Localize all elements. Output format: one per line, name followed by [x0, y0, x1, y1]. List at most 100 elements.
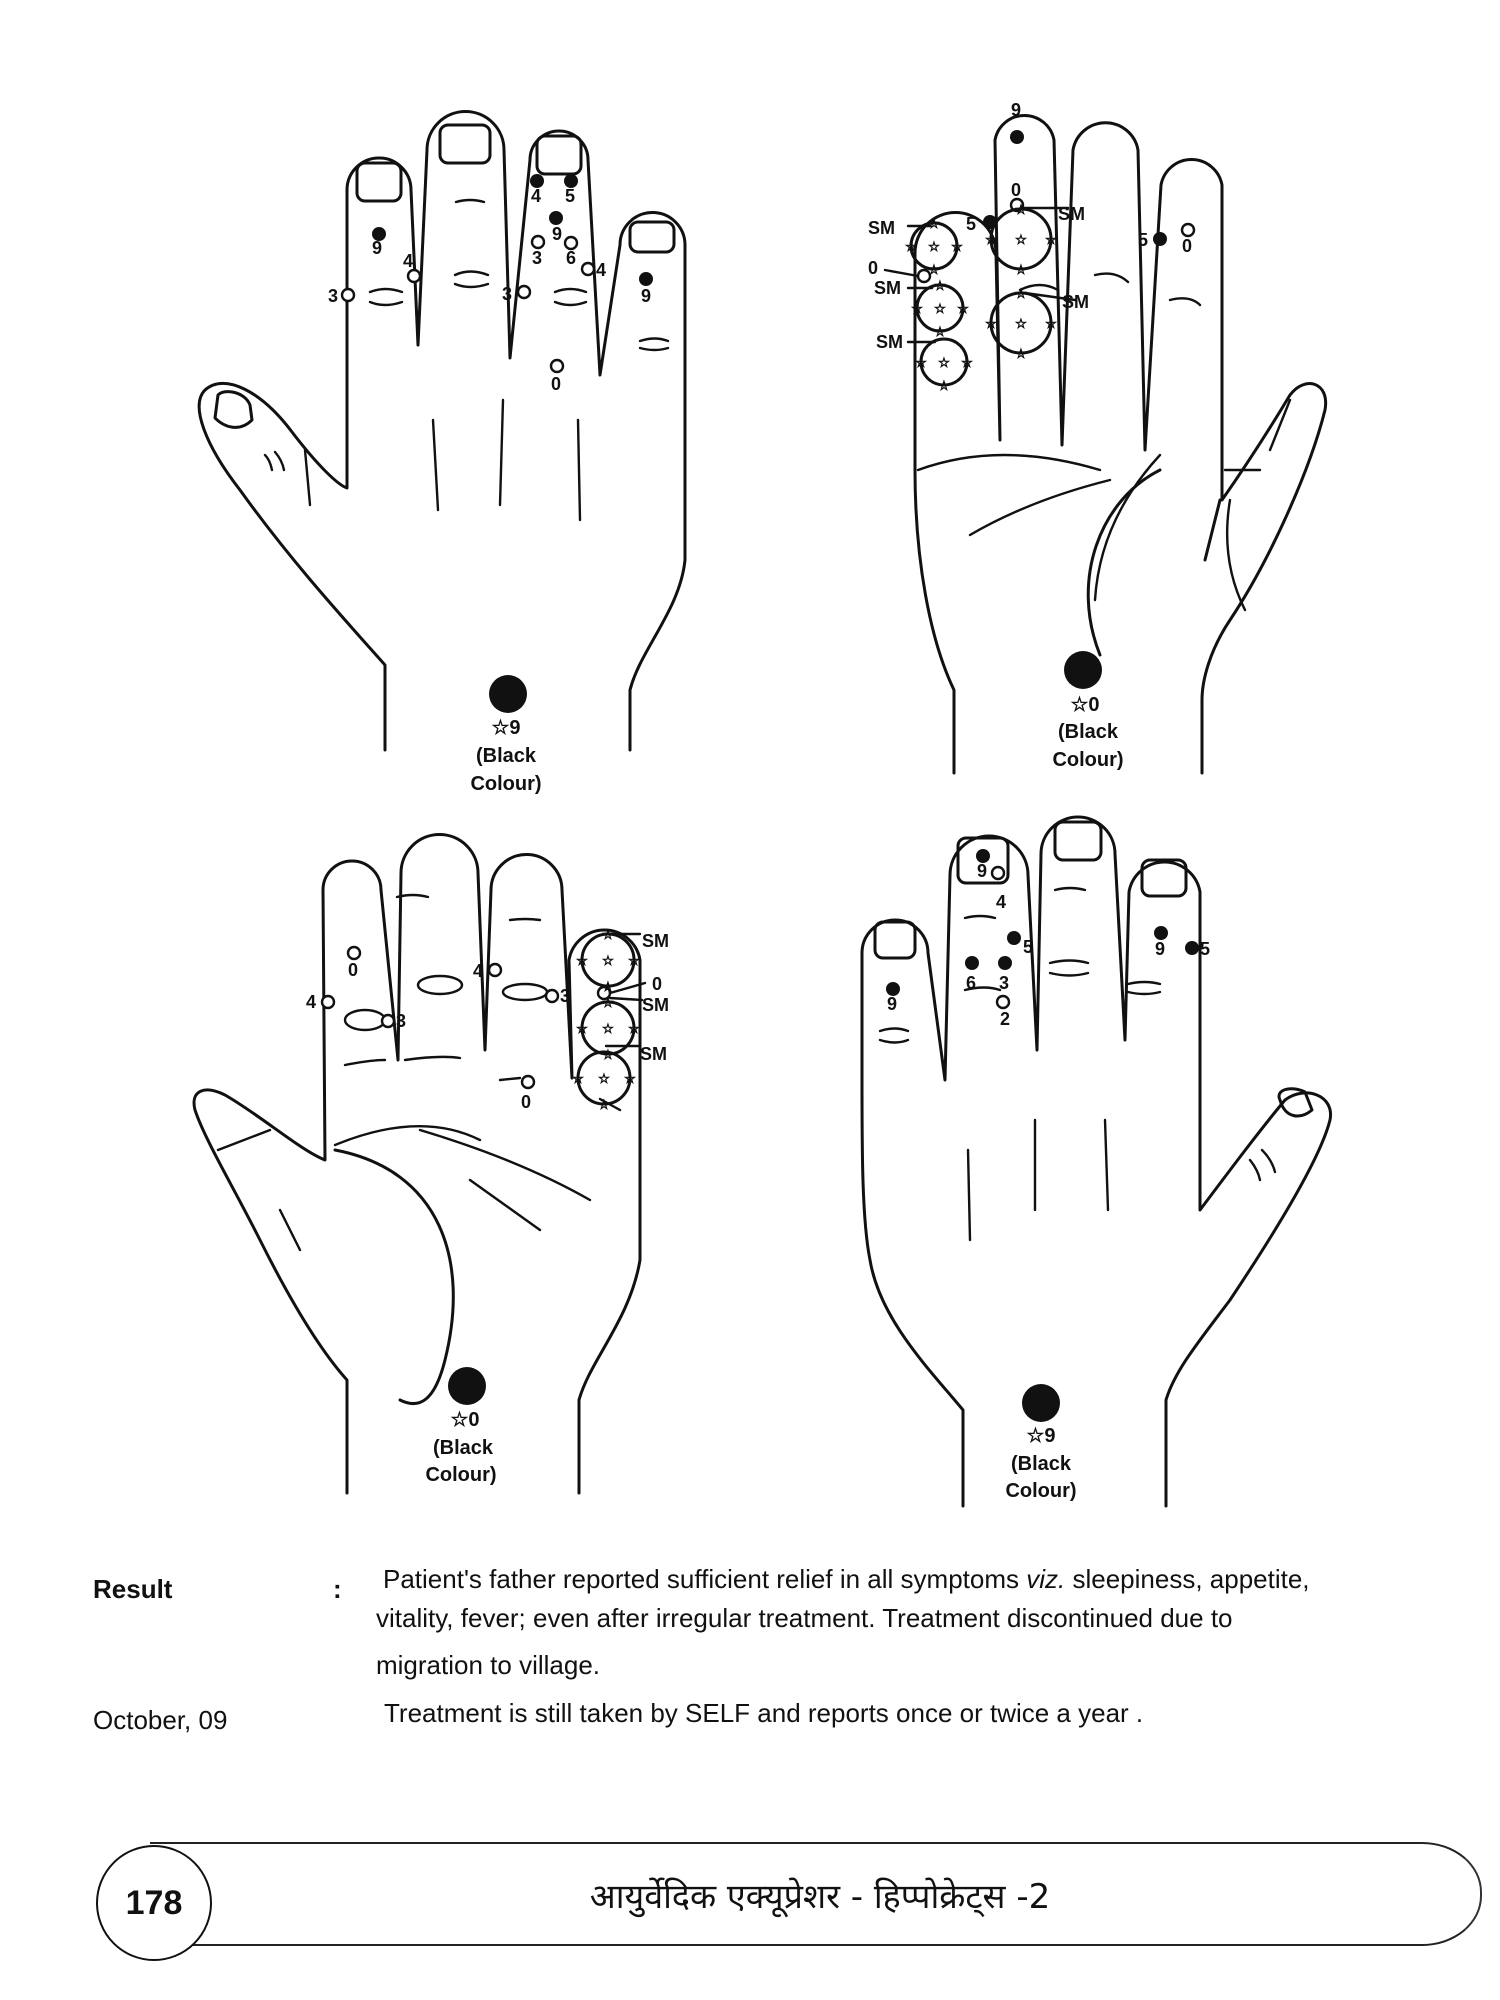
open-point — [380, 1013, 396, 1029]
point-label: 3 — [999, 973, 1009, 993]
open-point — [530, 234, 546, 250]
hand-outline — [860, 815, 1332, 1508]
filled-point — [886, 982, 900, 996]
knuckle-crease — [416, 974, 464, 996]
result-line-2: vitality, fever; even after irregular tr… — [376, 1603, 1233, 1633]
point-label: 6 — [566, 248, 576, 268]
caption: ☆9 — [1026, 1425, 1055, 1447]
circle-outline — [576, 1050, 632, 1106]
star-point-circle: ☆☆☆☆☆ — [576, 996, 640, 1064]
filled-point — [372, 227, 386, 241]
point-label: SM — [642, 931, 669, 951]
caption: (Black — [1011, 1453, 1072, 1475]
point-label: 0 — [868, 258, 878, 278]
point-label: 4 — [596, 260, 606, 280]
caption: Colour) — [470, 773, 541, 795]
footer-banner — [150, 1842, 1482, 1946]
caption: Colour) — [1005, 1480, 1076, 1502]
star-icon: ☆ — [598, 1072, 610, 1087]
star-icon: ☆ — [576, 954, 588, 969]
open-point — [520, 1074, 536, 1090]
point-label: 5 — [1138, 230, 1148, 250]
point-label: 3 — [328, 286, 338, 306]
nail — [1140, 858, 1188, 898]
star-icon: ☆ — [928, 240, 940, 255]
open-point — [544, 988, 560, 1004]
circle-outline — [989, 291, 1053, 355]
creases — [878, 886, 1277, 1242]
point-label: 5 — [1023, 937, 1033, 957]
caption: Colour) — [425, 1464, 496, 1486]
star-icon: ☆ — [1015, 317, 1027, 332]
open-point — [340, 287, 356, 303]
star-icon: ☆ — [934, 325, 946, 340]
open-point — [406, 268, 422, 284]
open-point — [516, 284, 532, 300]
point-label: 2 — [1000, 1009, 1010, 1029]
point-label: 4 — [403, 251, 413, 271]
point-label: 4 — [531, 186, 541, 206]
point-label: 4 — [473, 961, 483, 981]
star-icon: ☆ — [1015, 287, 1027, 302]
thumb-nail — [213, 390, 254, 429]
star-icon: ☆ — [602, 928, 614, 943]
nail — [1053, 820, 1103, 862]
star-icon: ☆ — [938, 379, 950, 394]
filled-point — [1185, 941, 1199, 955]
filled-point — [639, 272, 653, 286]
star-icon: ☆ — [905, 240, 917, 255]
thenar-line — [333, 1148, 455, 1406]
star-icon: ☆ — [598, 1098, 610, 1113]
point-label: SM — [642, 995, 669, 1015]
hand-top-right: ☆☆☆☆☆ ☆☆☆☆☆ ☆☆☆☆ ☆☆☆☆☆ ☆☆☆☆☆ 9 0 SM 5 SM… — [868, 100, 1328, 775]
circle-outline — [580, 1000, 636, 1056]
star-icon: ☆ — [602, 954, 614, 969]
open-point — [1180, 222, 1196, 238]
star-icon: ☆ — [628, 954, 640, 969]
point-label: 0 — [521, 1092, 531, 1112]
star-icon: ☆ — [1045, 233, 1057, 248]
caption: (Black — [476, 745, 537, 767]
point-label: 5 — [1200, 939, 1210, 959]
point-label: 9 — [887, 994, 897, 1014]
filled-point — [1154, 926, 1168, 940]
point-label: 0 — [1182, 236, 1192, 256]
star-icon: ☆ — [938, 356, 950, 371]
open-point — [580, 261, 596, 277]
star-icon: ☆ — [572, 1072, 584, 1087]
nail — [956, 836, 1010, 885]
circle-outline — [909, 221, 959, 271]
star-icon: ☆ — [628, 1022, 640, 1037]
followup-text: Treatment is still taken by SELF and rep… — [384, 1698, 1144, 1728]
point-label: 3 — [560, 986, 570, 1006]
result-text-italic: viz. — [1026, 1564, 1066, 1594]
hand-outline — [192, 833, 642, 1495]
circle-outline — [919, 337, 969, 387]
star-icon: ☆ — [985, 233, 997, 248]
result-line-3: migration to village. — [376, 1650, 600, 1680]
filled-point — [965, 956, 979, 970]
star-icon: ☆ — [576, 1022, 588, 1037]
point-label: SM — [874, 278, 901, 298]
hand-bottom-left: ☆☆☆☆☆ ☆☆☆☆☆ ☆☆☆☆ 0 4 3 4 3 SM 0 SM SM 0 … — [192, 833, 669, 1495]
star-icon: ☆ — [934, 279, 946, 294]
point-label: 4 — [306, 992, 316, 1012]
star-point-circle: ☆☆☆☆☆ — [576, 928, 640, 996]
hand-top-left: 9 4 3 4 5 9 3 6 4 3 9 0 ☆9 (Black Colour… — [197, 110, 687, 795]
filled-point — [530, 174, 544, 188]
caption: ☆9 — [491, 717, 520, 739]
hand-outline — [913, 114, 1328, 775]
point-label: 6 — [966, 973, 976, 993]
star-point-circle: ☆☆☆☆ — [915, 337, 973, 394]
star-icon: ☆ — [928, 217, 940, 232]
point-label: SM — [876, 332, 903, 352]
creases — [263, 198, 670, 522]
star-icon: ☆ — [961, 356, 973, 371]
star-icon: ☆ — [602, 1022, 614, 1037]
point-label: SM — [868, 218, 895, 238]
point-label: 9 — [1155, 939, 1165, 959]
filled-point — [976, 849, 990, 863]
knuckle-crease — [501, 982, 549, 1002]
black-point — [448, 1367, 486, 1405]
